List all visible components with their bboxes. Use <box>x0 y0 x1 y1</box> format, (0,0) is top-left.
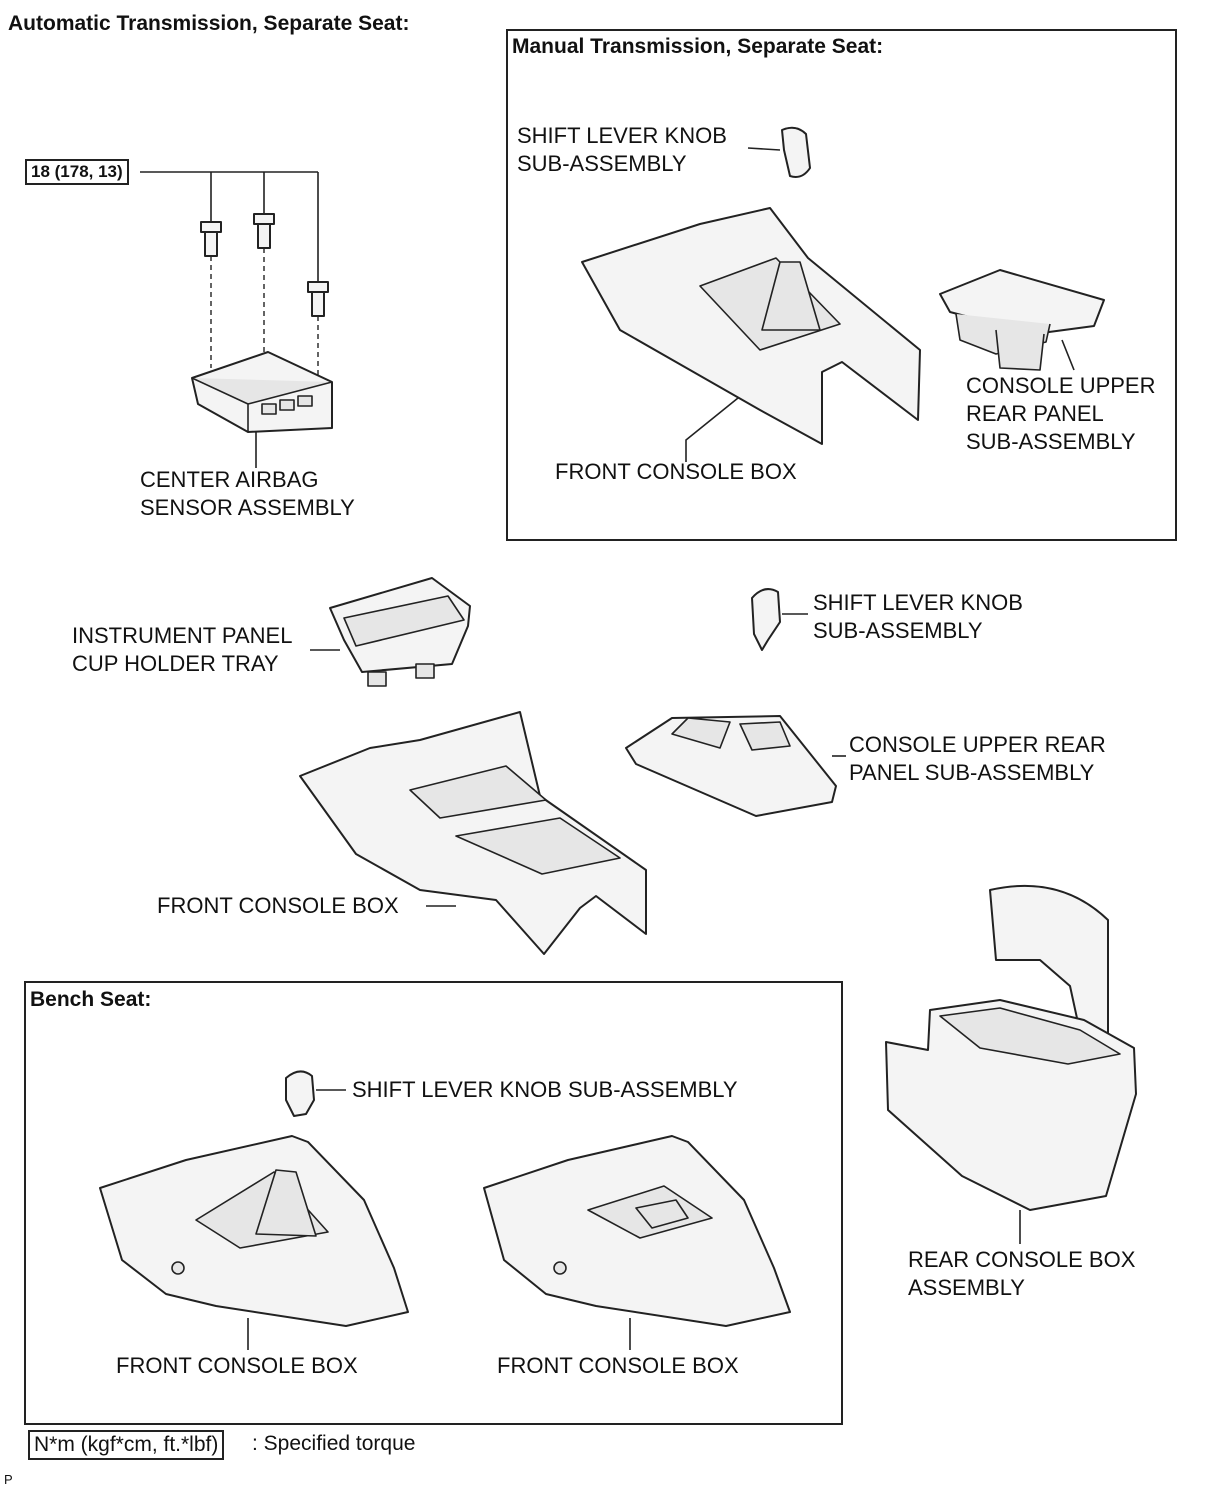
torque-legend-unit: N*m (kgf*cm, ft.*lbf) <box>28 1430 225 1460</box>
manual-transmission-header: Manual Transmission, Separate Seat: <box>512 35 884 58</box>
rear-console-box-drawing <box>885 884 1137 1244</box>
torque-leader-lines <box>140 171 319 282</box>
front-console-manual-drawing <box>581 207 921 462</box>
bolt-icon <box>307 281 329 317</box>
bench-seat-header: Bench Seat: <box>30 988 152 1011</box>
manual-shift-knob-label: SHIFT LEVER KNOB SUB-ASSEMBLY <box>517 123 727 176</box>
center-airbag-sensor-drawing <box>191 351 333 468</box>
front-console-bench-right-drawing <box>483 1135 791 1350</box>
bench-shift-knob-label: SHIFT LEVER KNOB SUB-ASSEMBLY <box>352 1077 738 1102</box>
torque-legend-description: : Specified torque <box>252 1432 416 1455</box>
console-upper-rear-manual-drawing <box>939 269 1105 371</box>
auto-shift-knob-label: SHIFT LEVER KNOB SUB-ASSEMBLY <box>813 590 1023 643</box>
shift-lever-knob-auto-drawing <box>751 588 808 651</box>
auto-front-console-label: FRONT CONSOLE BOX <box>157 893 399 918</box>
bolt-icon <box>253 213 275 249</box>
manual-front-console-label: FRONT CONSOLE BOX <box>555 459 797 484</box>
bench-front-console-right-label: FRONT CONSOLE BOX <box>497 1353 739 1378</box>
center-airbag-sensor-label: CENTER AIRBAG SENSOR ASSEMBLY <box>140 467 355 520</box>
front-console-bench-left-drawing <box>99 1135 409 1350</box>
manual-transmission-frame <box>506 29 1177 541</box>
cup-holder-tray-drawing <box>310 577 471 687</box>
console-upper-rear-auto-drawing <box>625 715 846 817</box>
bench-seat-frame <box>24 981 843 1425</box>
auto-console-upper-rear-label: CONSOLE UPPER REAR PANEL SUB-ASSEMBLY <box>849 732 1106 785</box>
bolt-icon <box>200 221 222 257</box>
rear-console-box-label: REAR CONSOLE BOX ASSEMBLY <box>908 1247 1136 1300</box>
shift-lever-knob-manual-drawing <box>747 126 811 178</box>
auto-transmission-header: Automatic Transmission, Separate Seat: <box>8 12 410 35</box>
front-console-auto-drawing <box>299 711 647 955</box>
cup-holder-tray-label: INSTRUMENT PANEL CUP HOLDER TRAY <box>72 623 293 676</box>
torque-spec-box: 18 (178, 13) <box>25 159 129 185</box>
shift-lever-knob-bench-drawing <box>285 1070 346 1117</box>
corner-mark: P <box>4 1472 13 1487</box>
manual-console-upper-rear-label: CONSOLE UPPER REAR PANEL SUB-ASSEMBLY <box>966 373 1156 454</box>
bench-front-console-left-label: FRONT CONSOLE BOX <box>116 1353 358 1378</box>
